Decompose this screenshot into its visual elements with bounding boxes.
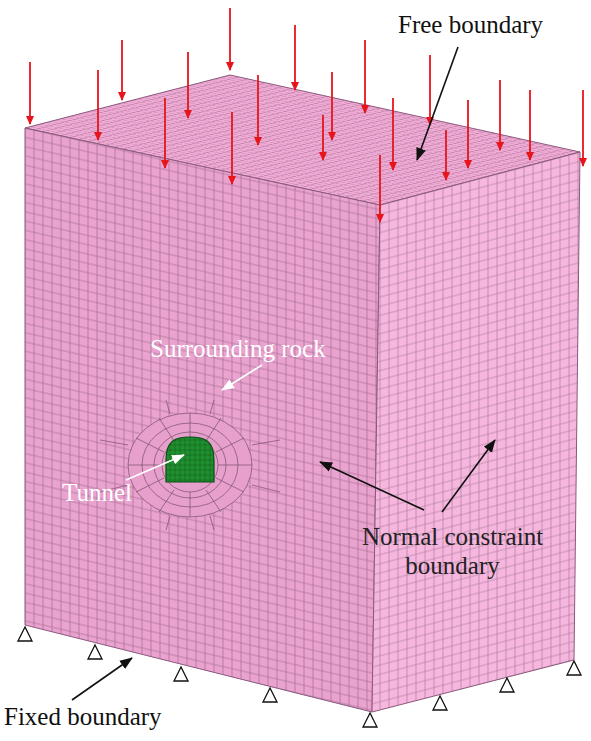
load-arrows <box>30 8 583 222</box>
front-face <box>25 128 380 712</box>
right-face <box>372 152 580 712</box>
boundary-label: Fixed boundary <box>4 702 224 731</box>
boundary-label: Normal constraint boundary <box>325 522 580 580</box>
part-label: Surrounding rock <box>150 334 370 363</box>
refined-mesh <box>100 400 280 530</box>
part-label: Tunnel <box>62 478 162 507</box>
leader-arrows <box>72 47 495 700</box>
boundary-label: Free boundary <box>398 10 588 39</box>
